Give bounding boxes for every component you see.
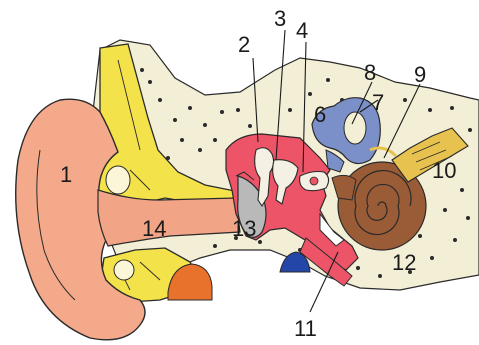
label-7: 7 <box>372 90 384 115</box>
label-9: 9 <box>414 62 426 87</box>
label-10: 10 <box>432 158 456 183</box>
label-13: 13 <box>232 216 256 241</box>
label-14: 14 <box>142 216 166 241</box>
label-6: 6 <box>314 102 326 127</box>
label-8: 8 <box>364 60 376 85</box>
label-2: 2 <box>238 32 250 57</box>
cartilage-hole-upper <box>106 166 130 194</box>
cartilage-hole-lower <box>114 260 134 280</box>
label-12: 12 <box>392 250 416 275</box>
stapes-hole <box>310 177 318 185</box>
label-4: 4 <box>296 18 308 43</box>
label-3: 3 <box>274 6 286 31</box>
label-1: 1 <box>60 162 72 187</box>
label-11: 11 <box>294 316 317 341</box>
